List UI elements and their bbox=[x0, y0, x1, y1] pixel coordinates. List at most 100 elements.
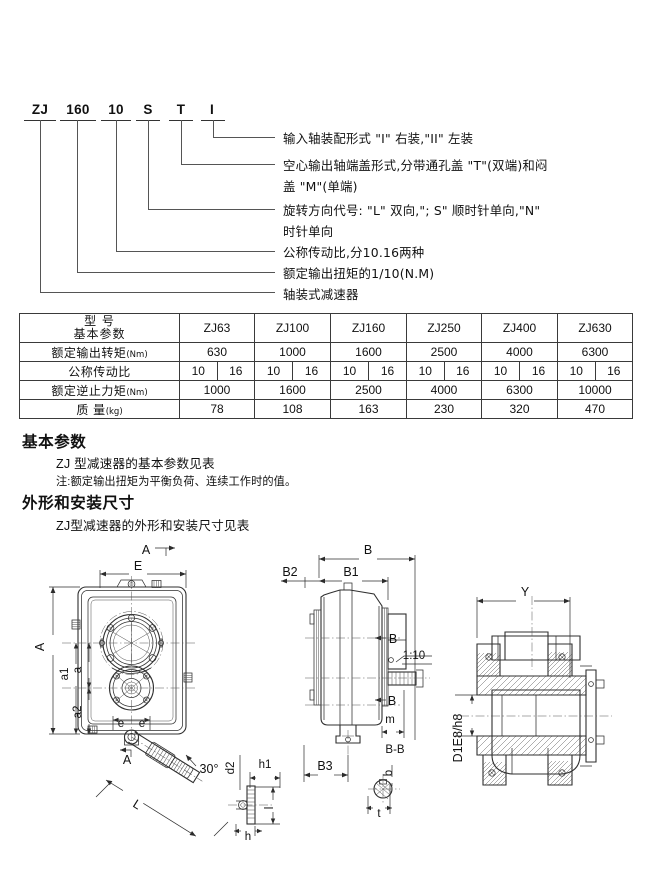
cell-backstop-5: 10000 bbox=[557, 380, 633, 400]
label-dim-y: Y bbox=[521, 585, 530, 599]
leader-horizontal-s bbox=[148, 209, 275, 210]
legend-rotation-direction-2: 时针单向 bbox=[283, 224, 334, 239]
cell-ratio-11: 16 bbox=[594, 361, 633, 381]
label-dim-l: L bbox=[130, 797, 143, 813]
spec-table-container: 型 号 基本参数 ZJ63 ZJ100 ZJ160 ZJ250 ZJ400 ZJ… bbox=[19, 313, 633, 419]
model-code-breakdown: ZJ 160 10 S T I 输入轴装配形式 "I" 右装,"II" 左装 空… bbox=[0, 0, 650, 310]
label-dim-a-small: a bbox=[72, 666, 84, 673]
label-section-a-top: A bbox=[142, 543, 151, 557]
row-label-text: 公称传动比 bbox=[68, 364, 131, 379]
legend-rotation-direction: 旋转方向代号: "L" 双向,"; S" 顺时针单向,"N" bbox=[283, 203, 541, 218]
section-view-drawing: Y bbox=[451, 585, 612, 786]
code-token-160: 160 bbox=[66, 102, 90, 117]
label-angle-30: 30° bbox=[200, 762, 219, 776]
label-section-a-bottom: A bbox=[123, 753, 132, 767]
label-dim-e-right: e bbox=[139, 718, 145, 730]
legend-input-shaft: 输入轴装配形式 "I" 右装,"II" 左装 bbox=[283, 131, 474, 146]
legend-torque-tenth: 额定输出扭矩的1/10(N.M) bbox=[283, 266, 435, 281]
section-note-basic-params: 注:额定输出扭矩为平衡负荷、连续工作时的值。 bbox=[56, 476, 297, 488]
cell-rated-torque-3: 2500 bbox=[406, 342, 482, 362]
table-header-row: 型 号 基本参数 ZJ63 ZJ100 ZJ160 ZJ250 ZJ400 ZJ… bbox=[19, 313, 633, 343]
cell-ratio-4: 10 bbox=[330, 361, 369, 381]
table-row-ratio: 公称传动比 10 16 10 16 10 16 10 16 10 16 10 1… bbox=[19, 361, 633, 381]
cell-backstop-4: 6300 bbox=[481, 380, 558, 400]
label-dim-b: B bbox=[364, 543, 372, 557]
cell-backstop-0: 1000 bbox=[179, 380, 255, 400]
code-token-10: 10 bbox=[108, 102, 124, 117]
label-dim-a1: a1 bbox=[59, 668, 71, 681]
cell-mass-3: 230 bbox=[406, 399, 482, 419]
label-dim-l-small: l bbox=[264, 807, 276, 810]
label-dim-a2: a2 bbox=[72, 706, 84, 719]
row-label-backstop-torque: 额定逆止力矩(Nm) bbox=[19, 380, 180, 400]
legend-shaft-mounted: 轴装式减速器 bbox=[283, 287, 359, 302]
model-zj630: ZJ630 bbox=[557, 313, 633, 343]
label-dim-m: m bbox=[385, 714, 395, 726]
cell-ratio-6: 10 bbox=[406, 361, 445, 381]
row-label-unit: (Nm) bbox=[126, 387, 148, 398]
code-underline-160 bbox=[60, 120, 96, 121]
leader-vertical-s bbox=[148, 120, 149, 209]
cell-backstop-2: 2500 bbox=[330, 380, 407, 400]
cell-rated-torque-2: 1600 bbox=[330, 342, 407, 362]
cell-ratio-2: 10 bbox=[254, 361, 293, 381]
label-dim-b3: B3 bbox=[317, 759, 332, 773]
label-section-bb: B-B bbox=[385, 744, 405, 756]
legend-output-cover-2: 盖 "M"(单端) bbox=[283, 179, 358, 194]
leader-vertical-t bbox=[181, 120, 182, 164]
cell-rated-torque-0: 630 bbox=[179, 342, 255, 362]
section-heading-dimensions: 外形和安装尺寸 bbox=[22, 495, 135, 512]
label-dim-e-left: e bbox=[118, 718, 124, 730]
model-zj250: ZJ250 bbox=[406, 313, 482, 343]
front-view-drawing: A E bbox=[33, 543, 281, 843]
cell-ratio-7: 16 bbox=[443, 361, 482, 381]
technical-drawings: A E bbox=[0, 540, 650, 876]
cell-backstop-1: 1600 bbox=[254, 380, 331, 400]
section-sub-dimensions: ZJ型减速器的外形和安装尺寸见表 bbox=[56, 519, 250, 533]
row-label-rated-torque: 额定输出转矩(Nm) bbox=[19, 342, 180, 362]
label-section-b-upper: B bbox=[389, 632, 397, 646]
row-label-text: 质 量 bbox=[76, 402, 106, 417]
code-token-t: T bbox=[176, 102, 186, 117]
row-label-unit: (Nm) bbox=[126, 349, 148, 360]
cell-backstop-3: 4000 bbox=[406, 380, 482, 400]
code-token-i: I bbox=[209, 102, 215, 117]
label-dim-d1e8h8: D1E8/h8 bbox=[451, 714, 465, 763]
header-params-label: 基本参数 bbox=[73, 327, 126, 341]
section-sub-basic-params: ZJ 型减速器的基本参数见表 bbox=[56, 457, 215, 471]
model-zj100: ZJ100 bbox=[254, 313, 331, 343]
cell-ratio-3: 16 bbox=[292, 361, 331, 381]
row-label-text: 额定逆止力矩 bbox=[51, 383, 127, 398]
label-dim-a: A bbox=[33, 642, 47, 651]
label-dim-b1: B1 bbox=[343, 565, 358, 579]
label-dim-b-key: b bbox=[383, 770, 395, 776]
cell-mass-0: 78 bbox=[179, 399, 255, 419]
spec-table: 型 号 基本参数 ZJ63 ZJ100 ZJ160 ZJ250 ZJ400 ZJ… bbox=[19, 313, 633, 419]
label-dim-t: t bbox=[377, 808, 381, 820]
cell-mass-5: 470 bbox=[557, 399, 633, 419]
header-model-label: 型 号 bbox=[84, 314, 115, 329]
leader-horizontal-t bbox=[181, 164, 275, 165]
cell-ratio-9: 16 bbox=[519, 361, 558, 381]
label-dim-d2: d2 bbox=[225, 762, 237, 775]
legend-ratio: 公称传动比,分10.16两种 bbox=[283, 245, 425, 260]
leader-horizontal-160 bbox=[77, 272, 275, 273]
label-dim-e: E bbox=[134, 559, 142, 573]
code-token-zj: ZJ bbox=[31, 102, 49, 117]
leader-horizontal-zj bbox=[40, 292, 275, 293]
cell-mass-1: 108 bbox=[254, 399, 331, 419]
side-view-drawing: B B1 B2 bbox=[281, 543, 432, 820]
leader-horizontal-i bbox=[213, 137, 275, 138]
cell-rated-torque-1: 1000 bbox=[254, 342, 331, 362]
cell-ratio-0: 10 bbox=[179, 361, 218, 381]
label-dim-h: h bbox=[245, 831, 251, 843]
section-heading-basic-params: 基本参数 bbox=[22, 434, 87, 451]
row-label-mass: 质 量(kg) bbox=[19, 399, 180, 419]
table-row-backstop-torque: 额定逆止力矩(Nm) 1000 1600 2500 4000 6300 1000… bbox=[19, 380, 633, 400]
label-dim-b2: B2 bbox=[282, 565, 297, 579]
leader-vertical-i bbox=[213, 120, 214, 137]
table-row-mass: 质 量(kg) 78 108 163 230 320 470 bbox=[19, 399, 633, 419]
cell-rated-torque-5: 6300 bbox=[557, 342, 633, 362]
leader-horizontal-10 bbox=[116, 251, 275, 252]
leader-vertical-10 bbox=[116, 120, 117, 251]
